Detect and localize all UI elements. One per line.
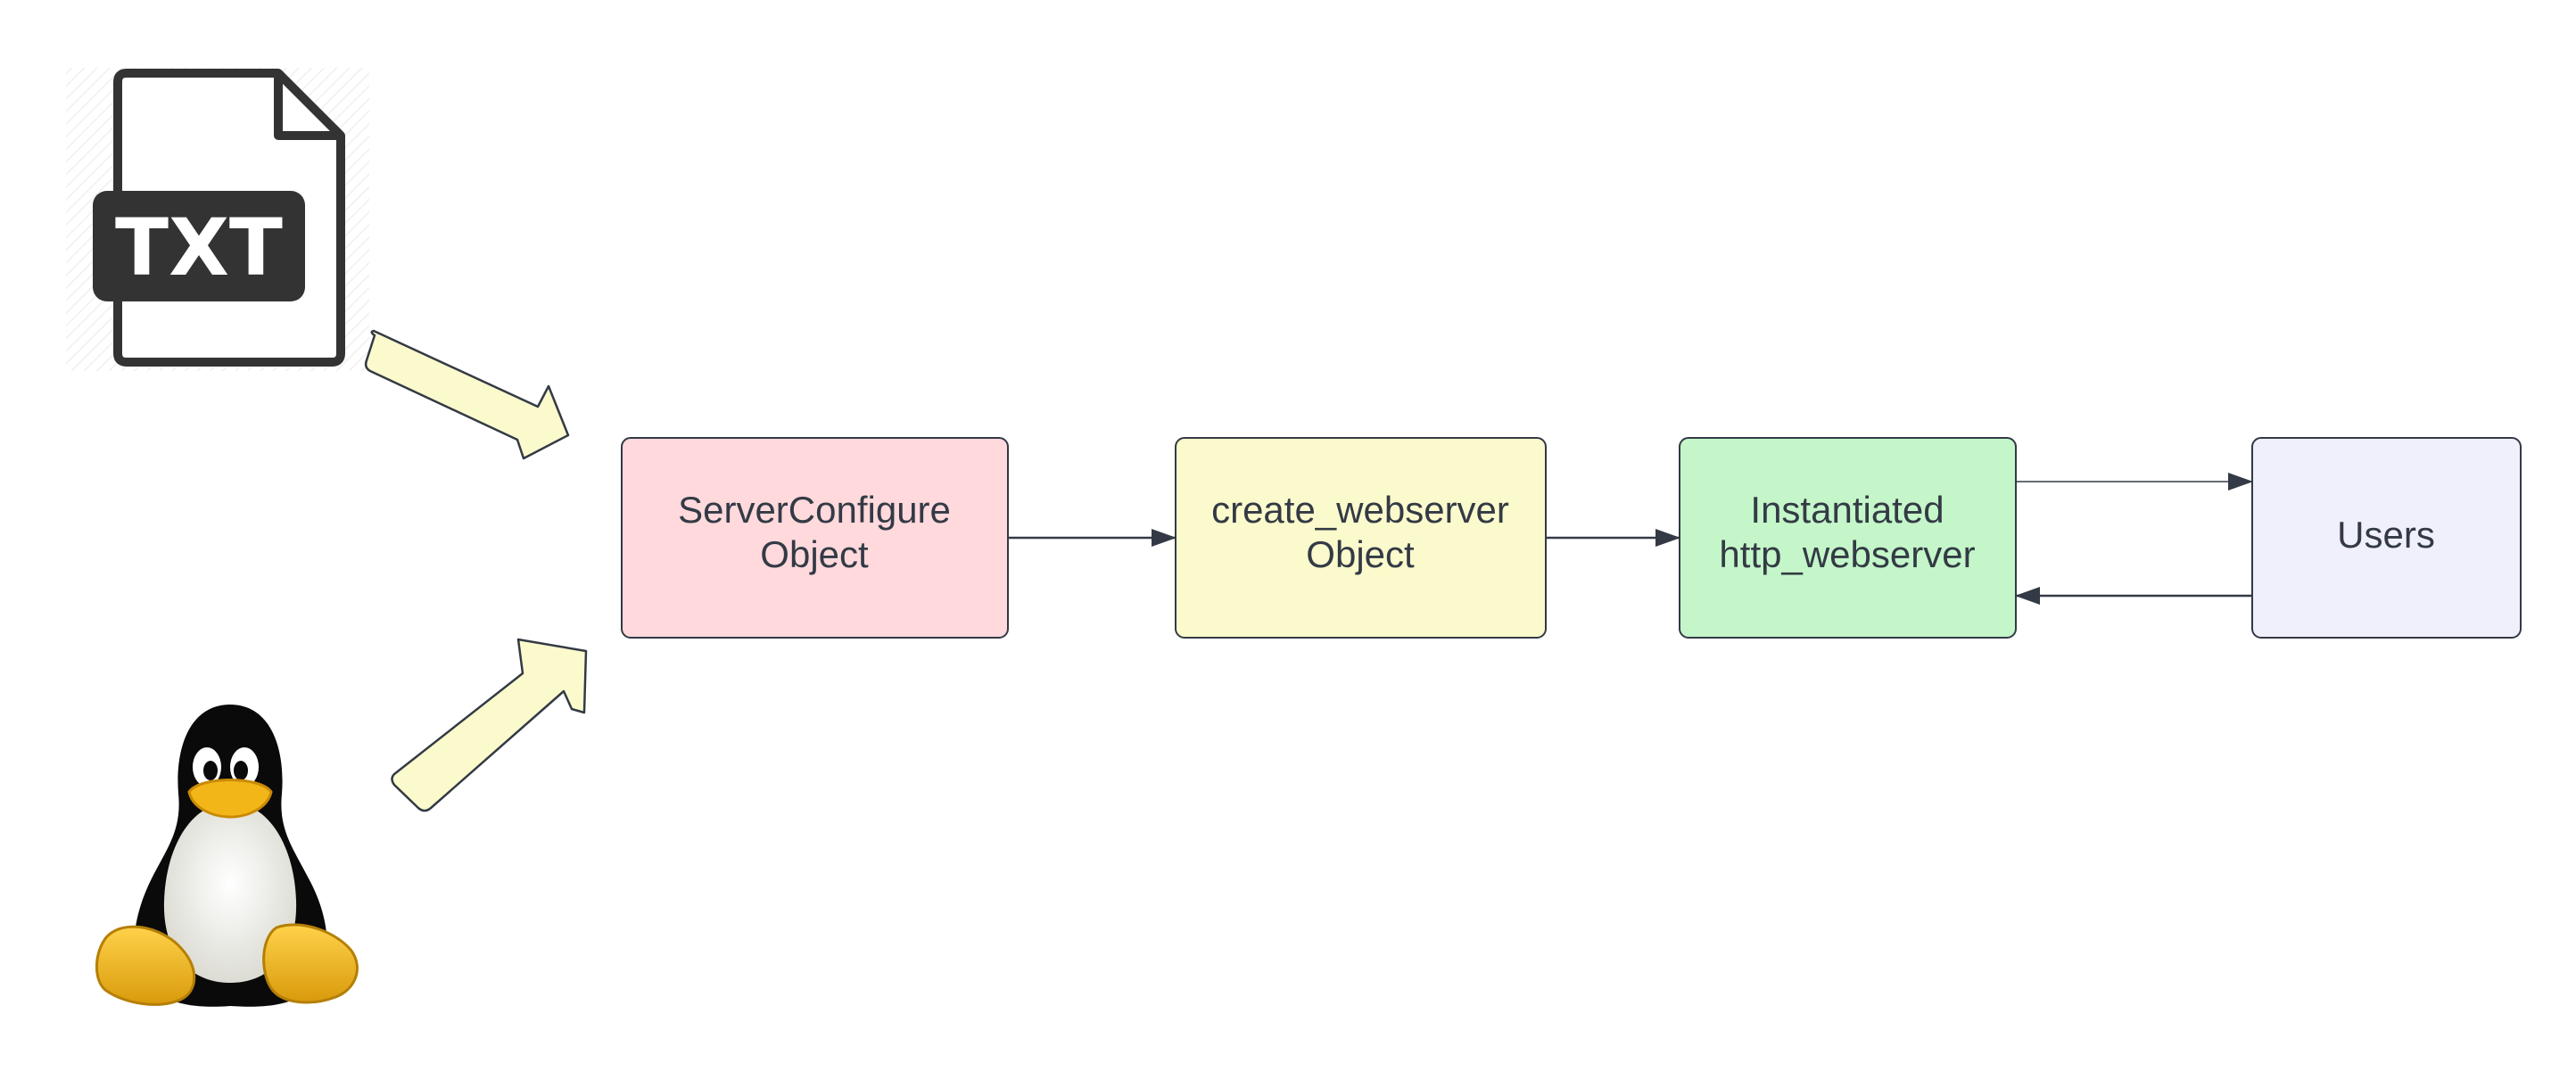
node-users: Users [2251, 437, 2522, 639]
node-create-webserver-line2: Object [1306, 533, 1415, 575]
penguin-foot-left [95, 925, 196, 1006]
txt-file-icon: TXT [66, 68, 369, 371]
penguin-foot-right [262, 923, 359, 1004]
txt-file-fold [274, 73, 341, 140]
node-server-configure-line2: Object [760, 533, 869, 575]
block-arrow-linux-to-config [391, 638, 588, 812]
node-instantiated-line2: http_webserver [1719, 533, 1975, 575]
txt-badge-label: TXT [115, 202, 283, 293]
penguin-pupil-right [234, 761, 248, 780]
node-create-webserver-line1: create_webserver [1211, 489, 1509, 531]
txt-badge [93, 191, 305, 301]
node-create-webserver: create_webserver Object [1175, 437, 1547, 639]
node-instantiated-webserver: Instantiated http_webserver [1679, 437, 2017, 639]
node-instantiated-line1: Instantiated [1750, 489, 1944, 531]
node-server-configure-line1: ServerConfigure [678, 489, 951, 531]
penguin-beak [187, 779, 273, 819]
node-server-configure: ServerConfigure Object [621, 437, 1009, 639]
linux-penguin-icon [95, 705, 359, 1007]
penguin-pupil-left [203, 761, 218, 780]
penguin-belly [163, 803, 297, 983]
block-arrow-txt-to-config [364, 329, 570, 460]
node-users-label: Users [2337, 514, 2435, 556]
